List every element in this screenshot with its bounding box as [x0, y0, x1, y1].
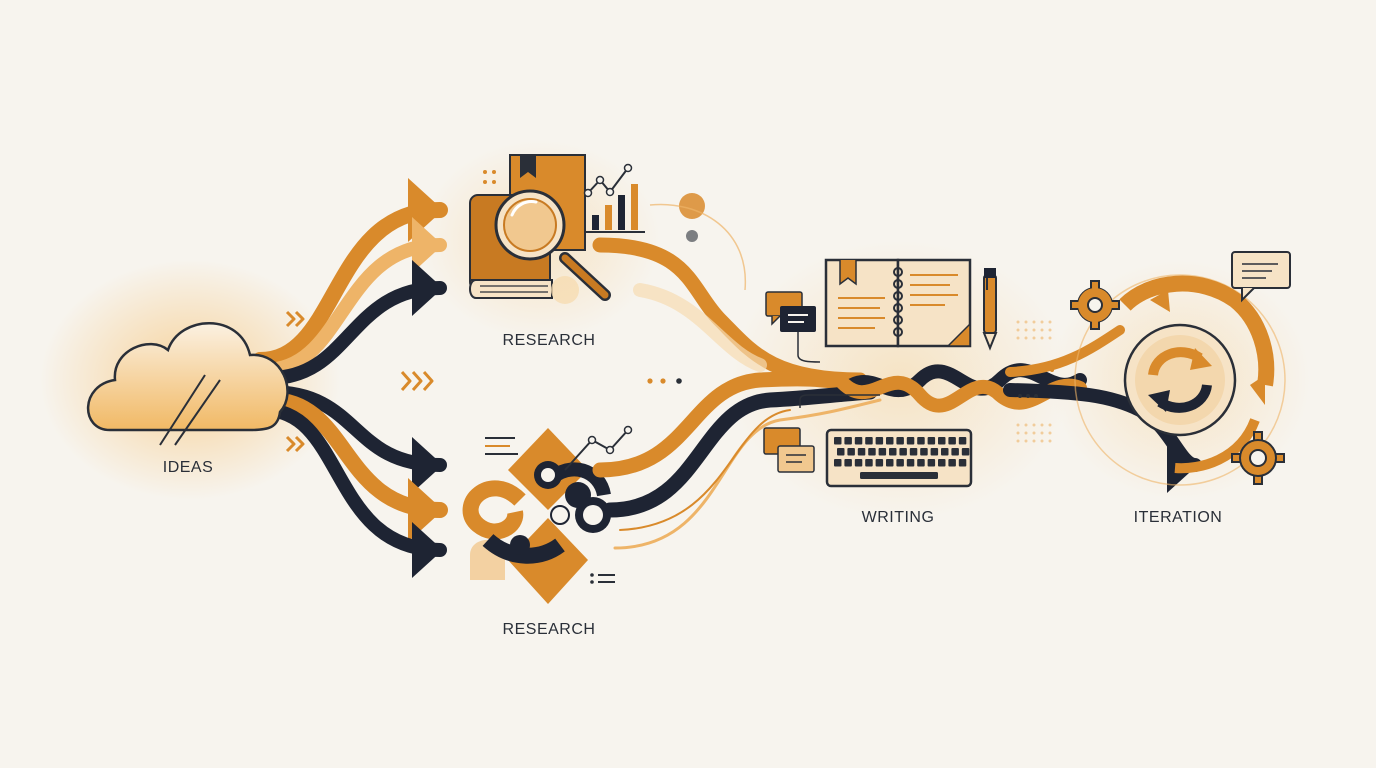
- flow-research-to-writing: [592, 237, 882, 550]
- keyboard-key: [896, 437, 904, 445]
- keyboard-key: [878, 448, 887, 456]
- keyboard-icon: [825, 428, 973, 488]
- keyboard-key: [961, 448, 970, 456]
- keyboard-key: [847, 448, 855, 456]
- keyboard-key: [865, 437, 873, 445]
- cloud-icon: [86, 322, 289, 446]
- chat-bubble-icon: [763, 394, 880, 473]
- keyboard-key: [854, 459, 863, 467]
- gear-icon: [1070, 280, 1120, 330]
- keyboard-key: [889, 448, 897, 456]
- decor-grid-icon: [1016, 320, 1052, 443]
- keyboard-key: [844, 437, 852, 445]
- keyboard-key: [909, 448, 918, 456]
- keyboard-key: [958, 437, 967, 445]
- decor-dots-icon: [483, 170, 496, 184]
- decor-dots-icon: [647, 378, 682, 384]
- keyboard-key: [938, 459, 946, 467]
- stage-label-writing: WRITING: [861, 509, 935, 526]
- keyboard-key: [941, 448, 949, 456]
- keyboard-key: [906, 437, 915, 445]
- keyboard-key: [857, 448, 866, 456]
- chart-icon: [583, 163, 645, 233]
- stage-label-research-bottom: RESEARCH: [502, 621, 596, 638]
- notebook-icon: [824, 258, 972, 348]
- chat-bubble-icon: [1231, 251, 1291, 303]
- keyboard-key: [834, 437, 842, 445]
- network-nodes-icon: [462, 425, 633, 604]
- chat-bubble-icon: [765, 291, 821, 363]
- stage-label-research-top: RESEARCH: [502, 332, 596, 349]
- keyboard-key: [948, 459, 956, 467]
- keyboard-key: [844, 459, 852, 467]
- keyboard-key: [930, 448, 939, 456]
- book-magnifier-icon: [469, 154, 611, 304]
- keyboard-key: [834, 459, 842, 467]
- stage-label-ideas: IDEAS: [162, 459, 214, 476]
- keyboard-key: [886, 437, 894, 445]
- keyboard-key: [927, 459, 936, 467]
- keyboard-key: [920, 448, 928, 456]
- gear-icon: [1231, 431, 1285, 485]
- keyboard-key: [948, 437, 956, 445]
- chevron-icon: [285, 310, 434, 453]
- decor-dots-icon: [1018, 368, 1054, 398]
- keyboard-key: [917, 437, 925, 445]
- keyboard-key: [875, 459, 884, 467]
- keyboard-key: [958, 459, 967, 467]
- keyboard-key: [865, 459, 873, 467]
- keyboard-key: [837, 448, 845, 456]
- keyboard-key: [896, 459, 904, 467]
- keyboard-key: [906, 459, 915, 467]
- stage-label-iteration: ITERATION: [1133, 509, 1223, 526]
- keyboard-key: [875, 437, 884, 445]
- keyboard-key: [899, 448, 907, 456]
- keyboard-key: [938, 437, 946, 445]
- keyboard-key: [886, 459, 894, 467]
- keyboard-key: [868, 448, 876, 456]
- keyboard-key: [927, 437, 936, 445]
- pen-icon: [982, 268, 998, 351]
- keyboard-key: [917, 459, 925, 467]
- flow-ideas-to-research-bottom: [258, 385, 448, 578]
- keyboard-key: [854, 437, 863, 445]
- flow-ideas-to-research-top: [252, 178, 448, 385]
- refresh-icon: [1148, 347, 1212, 413]
- keyboard-key: [951, 448, 959, 456]
